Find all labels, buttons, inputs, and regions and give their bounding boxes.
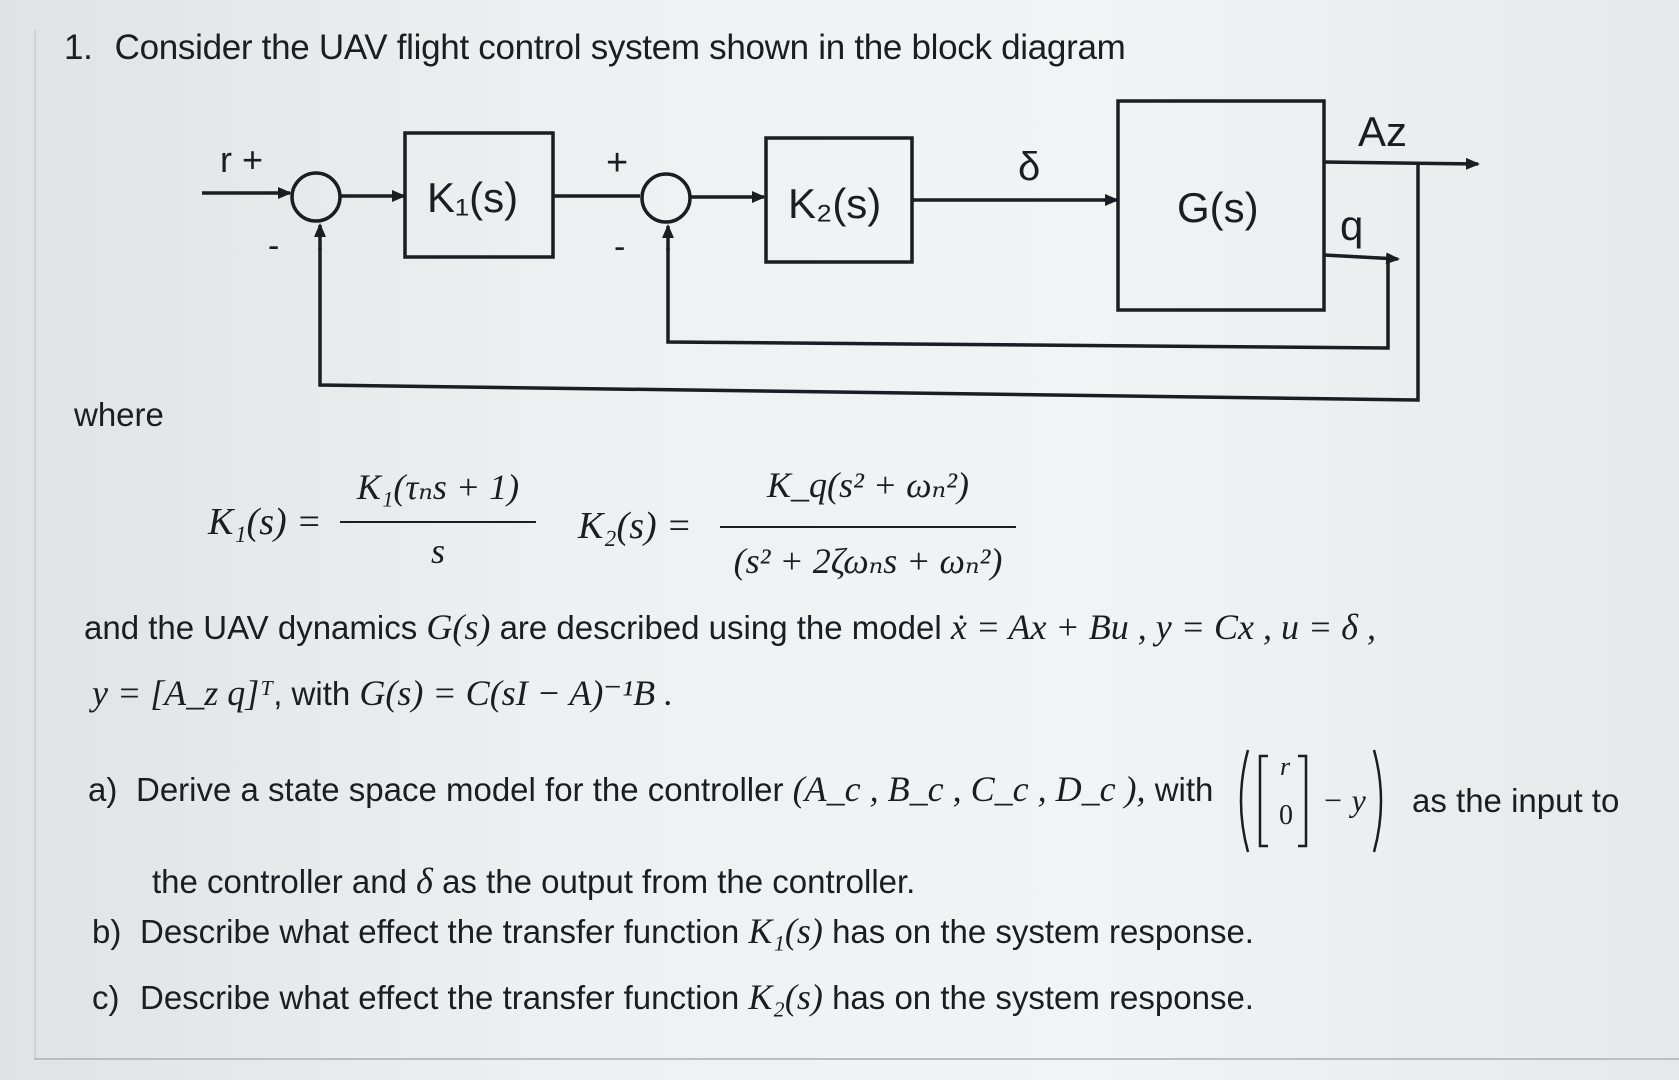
r-plus-label: r + [220, 139, 263, 180]
g-definition: G(s) = C(sI − A)⁻¹B . [359, 673, 674, 713]
summing-junction-2 [640, 172, 692, 224]
item-a-line-2: the controller and δ as the output from … [152, 860, 915, 902]
question-number: 1. [64, 28, 93, 67]
item-b-text-b: has on the system response. [832, 913, 1254, 950]
q-label: q [1340, 202, 1363, 249]
input-vector-bracket [1239, 749, 1383, 853]
item-a-text: Derive a state space model for the contr… [136, 771, 784, 808]
where-label: where [74, 396, 164, 433]
delta-label: δ [1018, 145, 1040, 189]
k1-denominator: s [430, 531, 445, 571]
minus-label-1: - [268, 227, 279, 265]
k1-equation-lhs: K₁(s) = [208, 501, 322, 543]
item-b-k1: K₁(s) [748, 911, 823, 951]
az-label: Az [1358, 108, 1407, 155]
item-a-line-1: a) Derive a state space model for the con… [88, 768, 1213, 810]
k2-equation-lhs: K₂(s) = [578, 505, 692, 547]
dynamics-line-1: and the UAV dynamics G(s) are described … [84, 606, 1376, 648]
item-a-text-d: the controller and [152, 863, 407, 900]
k2-fraction-bar [720, 526, 1016, 528]
input-vector-bottom: 0 [1279, 800, 1293, 831]
frame-bottom-border [34, 1058, 1679, 1060]
g-block-box [1116, 99, 1326, 312]
item-c-text: Describe what effect the transfer functi… [140, 979, 740, 1016]
dynamics-model: ẋ = Ax + Bu , y = Cx , u = δ , [950, 607, 1377, 647]
item-a-input-text: as the input to [1412, 782, 1620, 819]
g-block-label: G(s) [1177, 184, 1259, 231]
item-c-text-b: has on the system response. [832, 979, 1254, 1016]
dynamics-text-1: and the UAV dynamics [84, 609, 418, 646]
az-output-arrow [1323, 157, 1480, 170]
k1-block-label: K₁(s) [427, 174, 518, 221]
item-a-text-e: as the output from the controller. [442, 863, 916, 900]
minus-label-2: - [614, 228, 625, 266]
inner-feedback-path [666, 248, 1390, 350]
outer-feedback-path [318, 163, 1420, 402]
question-title: 1. Consider the UAV flight control system… [64, 28, 1126, 68]
item-a-delta: δ [416, 861, 433, 901]
plus-label-2: + [606, 142, 628, 184]
k2-block-label: K₂(s) [788, 180, 881, 227]
item-a-letter: a) [88, 771, 118, 808]
input-vector-top: r [1280, 752, 1291, 781]
k2-denominator: (s² + 2ζωₙs + ωₙ²) [733, 541, 1003, 581]
item-b-letter: b) [92, 913, 122, 950]
controller-matrices: (A_c , B_c , C_c , D_c ), [792, 769, 1146, 809]
summing-junction-1 [290, 171, 342, 223]
q-output-arrow [1323, 252, 1400, 265]
frame-left-border [34, 30, 36, 1060]
output-vector-def: y = [A_z q]ᵀ [92, 673, 274, 713]
item-c-letter: c) [92, 979, 120, 1016]
input-vector-minus-y: − y [1322, 782, 1366, 818]
dynamics-text-3: , with [273, 675, 351, 712]
question-title-text: Consider the UAV flight control system s… [114, 28, 1126, 67]
k1-fraction-bar [340, 521, 536, 523]
item-c-line: c) Describe what effect the transfer func… [92, 976, 1254, 1018]
dynamics-line-2: y = [A_z q]ᵀ, with G(s) = C(sI − A)⁻¹B . [92, 672, 673, 714]
item-b-line: b) Describe what effect the transfer func… [92, 910, 1254, 952]
item-b-text: Describe what effect the transfer functi… [140, 913, 740, 950]
dynamics-g: G(s) [426, 607, 491, 647]
item-c-k2: K₂(s) [748, 977, 823, 1017]
dynamics-text-2: are described using the model [499, 609, 942, 646]
k1-numerator: K₁(τₙs + 1) [356, 467, 520, 507]
item-a-with: with [1154, 771, 1214, 808]
k2-numerator: K_q(s² + ωₙ²) [767, 465, 969, 505]
